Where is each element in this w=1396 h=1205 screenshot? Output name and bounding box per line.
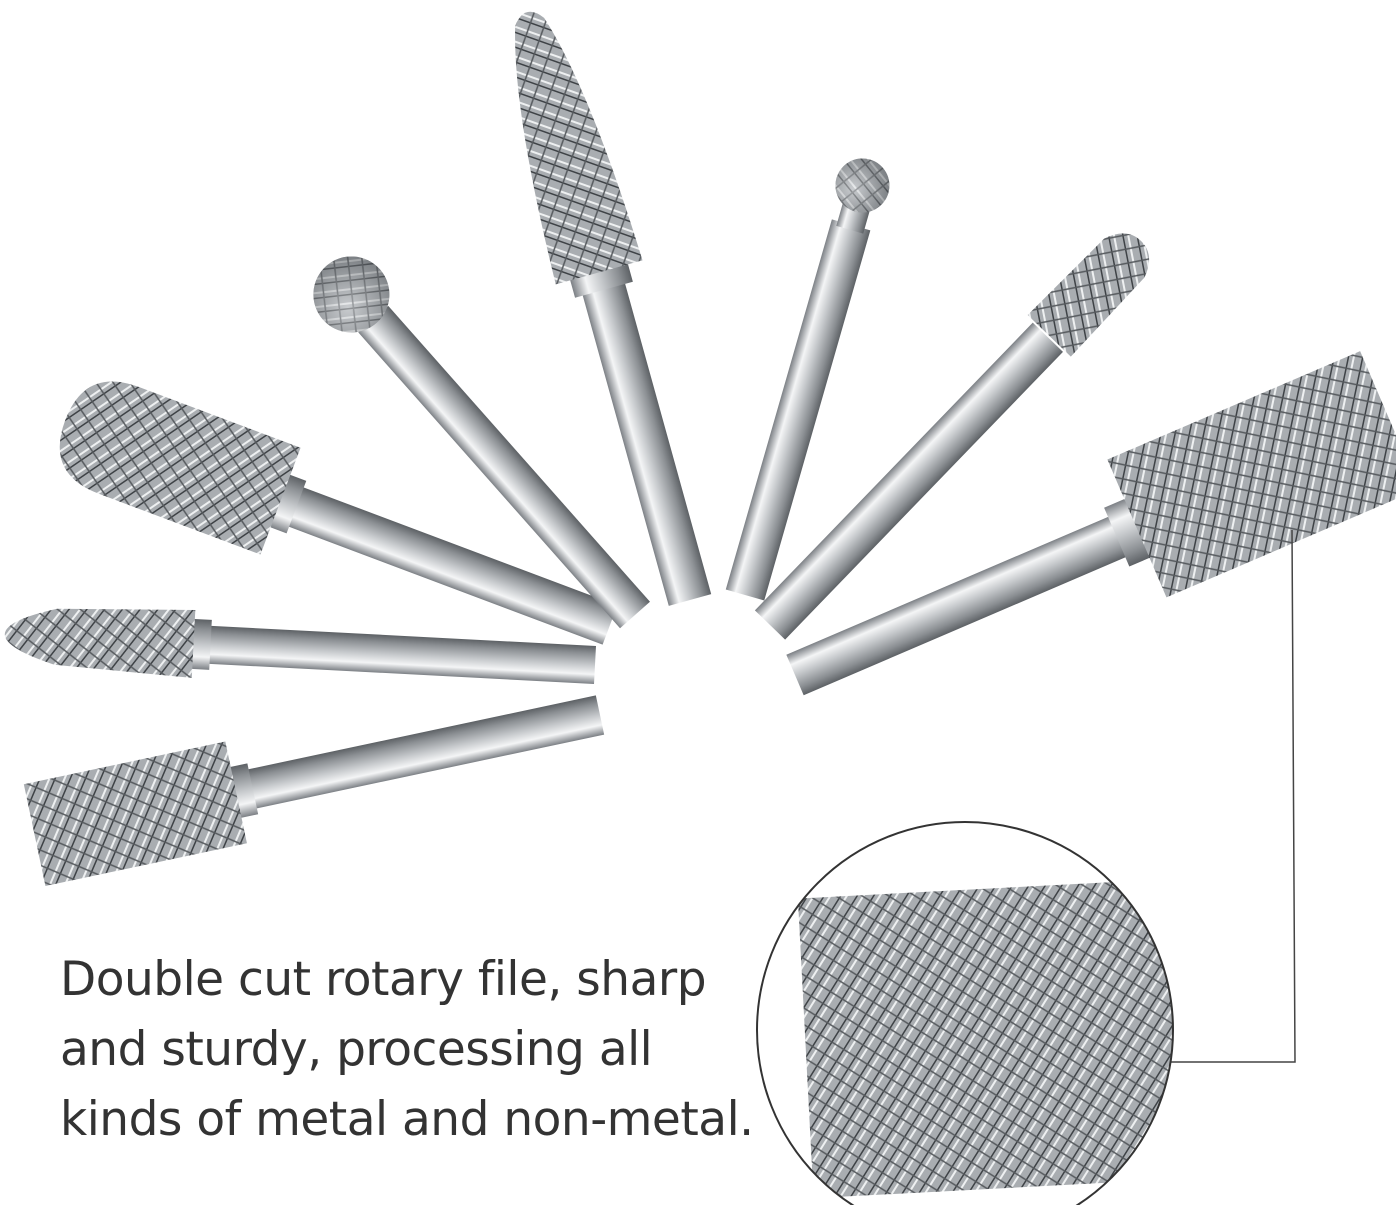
tapered-burr	[754, 233, 1150, 640]
caption: Double cut rotary file, sharp and sturdy…	[60, 945, 754, 1155]
large-cylinder-burr	[786, 351, 1396, 696]
magnifier-circle	[756, 821, 1174, 1205]
caption-line: and sturdy, processing all	[60, 1022, 653, 1077]
small-ball-burr	[725, 158, 890, 601]
magnified-detail	[757, 822, 1173, 1205]
callout-line	[1165, 529, 1296, 1063]
cylinder-burr	[23, 695, 605, 887]
caption-line: Double cut rotary file, sharp	[60, 952, 707, 1007]
caption-line: kinds of metal and non-metal.	[60, 1092, 754, 1147]
round-nose-burr	[59, 381, 618, 645]
tree-burr	[4, 608, 596, 684]
flame-burr	[515, 11, 712, 606]
ball-burr	[313, 256, 650, 629]
